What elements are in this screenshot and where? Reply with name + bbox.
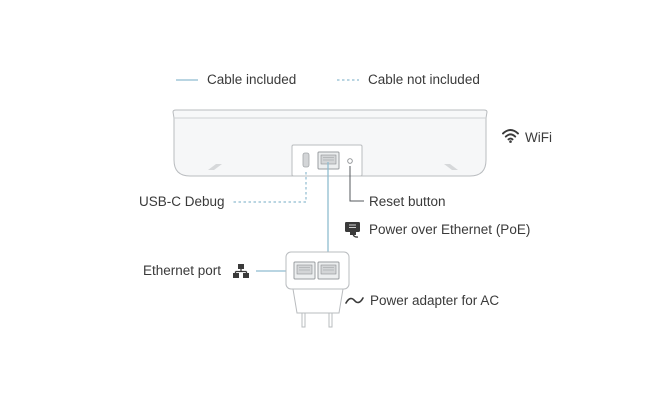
legend-not-included-label: Cable not included	[368, 72, 480, 87]
wifi-label: WiFi	[525, 130, 552, 145]
ethernet-port-label: Ethernet port	[143, 263, 222, 278]
wifi-icon	[502, 129, 519, 143]
access-point-device	[172, 109, 488, 177]
usb-c-port	[302, 152, 310, 168]
reset-pinhole	[347, 158, 353, 164]
ac-tilde-icon	[345, 297, 364, 304]
reset-leader	[349, 166, 364, 202]
device-foot-right	[444, 164, 458, 170]
ac-adapter-label: Power adapter for AC	[370, 293, 500, 308]
poe-label: Power over Ethernet (PoE)	[369, 222, 531, 237]
network-icon	[233, 264, 249, 278]
reset-button-label: Reset button	[369, 194, 446, 209]
poe-adapter	[285, 251, 350, 328]
adapter-lan-port	[293, 261, 316, 280]
legend-included-label: Cable included	[207, 72, 297, 87]
device-foot-left	[208, 164, 222, 170]
usb-c-leader	[232, 172, 307, 203]
usb-c-debug-label: USB-C Debug	[139, 194, 225, 209]
poe-plug-icon	[345, 222, 360, 238]
plug-prong-right	[328, 312, 333, 328]
adapter-poe-port	[317, 261, 340, 280]
plug-prong-left	[301, 312, 306, 328]
